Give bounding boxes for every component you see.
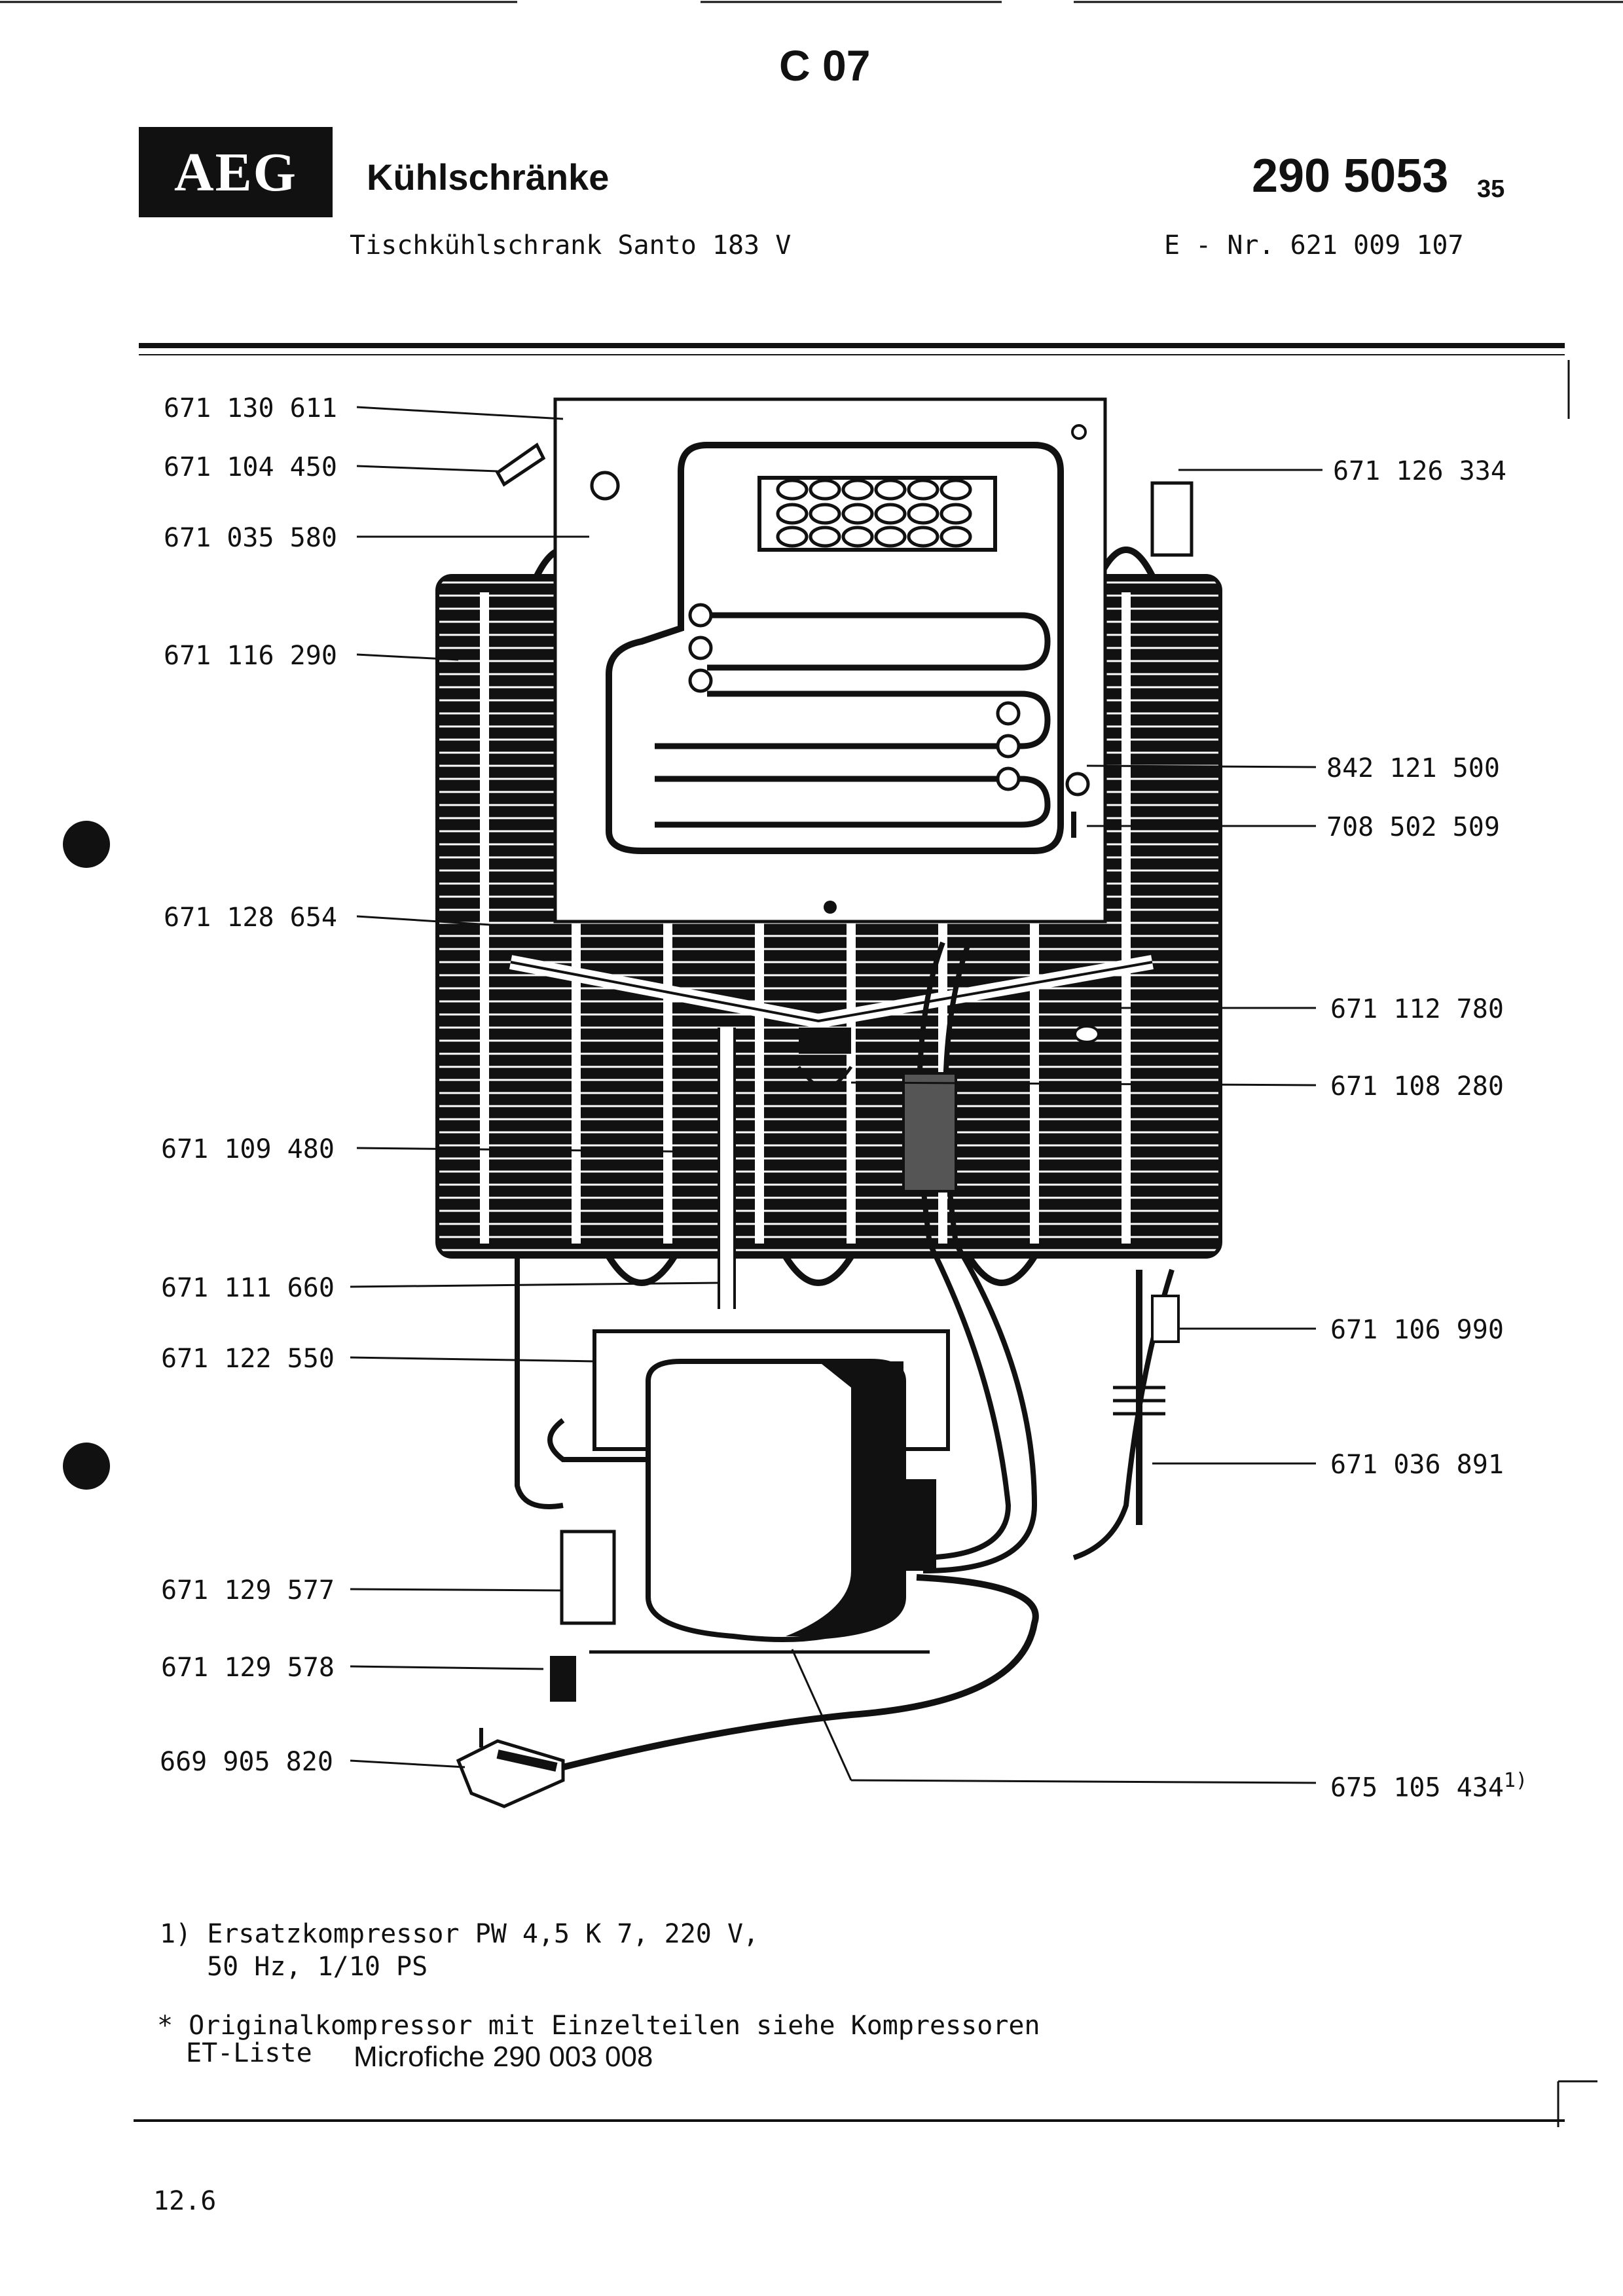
power-cord <box>562 1574 1039 1770</box>
footnote-1-line2: 50 Hz, 1/10 PS <box>207 1952 428 1982</box>
brand-logo: AEG <box>139 127 333 217</box>
foot-671129578 <box>550 1656 576 1702</box>
label-671108280: 671 108 280 <box>1330 1071 1504 1102</box>
page-number: 12.6 <box>153 2186 217 2216</box>
plug <box>456 1728 565 1808</box>
label-671104450: 671 104 450 <box>164 452 337 482</box>
label-671122550: 671 122 550 <box>161 1344 335 1374</box>
screw-671104450 <box>495 442 546 487</box>
bracket-671129577 <box>560 1530 616 1625</box>
punch-hole-1 <box>63 821 110 868</box>
page-code: C 07 <box>779 41 871 90</box>
label-671126334: 671 126 334 <box>1333 456 1506 486</box>
clip-671106990 <box>1151 1295 1180 1343</box>
washer-842121500 <box>1065 772 1090 797</box>
punch-hole-2 <box>63 1443 110 1490</box>
label-671106990: 671 106 990 <box>1330 1315 1504 1345</box>
label-671111660: 671 111 660 <box>161 1273 335 1303</box>
footnote-1: 1) Ersatzkompressor PW 4,5 K 7, 220 V, 5… <box>160 1918 759 1983</box>
part-number-suffix: 35 <box>1477 175 1505 203</box>
label-675105434-text: 675 105 434 <box>1330 1772 1504 1803</box>
footnote-marker: 1) <box>1503 1769 1528 1792</box>
label-675105434: 675 105 4341) <box>1330 1771 1527 1801</box>
label-671112780: 671 112 780 <box>1330 994 1504 1024</box>
label-671116290: 671 116 290 <box>164 641 337 671</box>
label-669905820: 669 905 820 <box>160 1747 333 1777</box>
part-number: 290 5053 <box>1252 150 1449 202</box>
label-842121500: 842 121 500 <box>1326 753 1500 783</box>
e-number: E - Nr. 621 009 107 <box>1164 230 1464 260</box>
compressor <box>547 1329 950 1654</box>
footnote-2: * Originalkompressor mit Einzelteilen si… <box>157 2011 1040 2041</box>
label-671109480: 671 109 480 <box>161 1134 335 1164</box>
label-671129578: 671 129 578 <box>161 1653 335 1683</box>
microfiche-reference: Microfiche 290 003 008 <box>354 2041 653 2073</box>
label-671128654: 671 128 654 <box>164 903 337 933</box>
footnote-1-line1: 1) Ersatzkompressor PW 4,5 K 7, 220 V, <box>160 1919 759 1949</box>
page-title: Kühlschränke <box>367 156 610 198</box>
subtitle: Tischkühlschrank Santo 183 V <box>350 230 792 260</box>
label-671036891: 671 036 891 <box>1330 1450 1504 1480</box>
nut-671035580 <box>590 471 620 501</box>
label-708502509: 708 502 509 <box>1326 812 1500 842</box>
grommet-671112780 <box>1074 1025 1100 1043</box>
clip-671126334 <box>1150 481 1194 557</box>
label-671129577: 671 129 577 <box>161 1575 335 1605</box>
label-671035580: 671 035 580 <box>164 523 337 553</box>
footnote-2-line2: ET-Liste <box>186 2038 312 2068</box>
label-671130611: 671 130 611 <box>164 393 337 423</box>
evaporator-plate <box>553 397 1107 924</box>
filter-insulation <box>902 1072 957 1193</box>
